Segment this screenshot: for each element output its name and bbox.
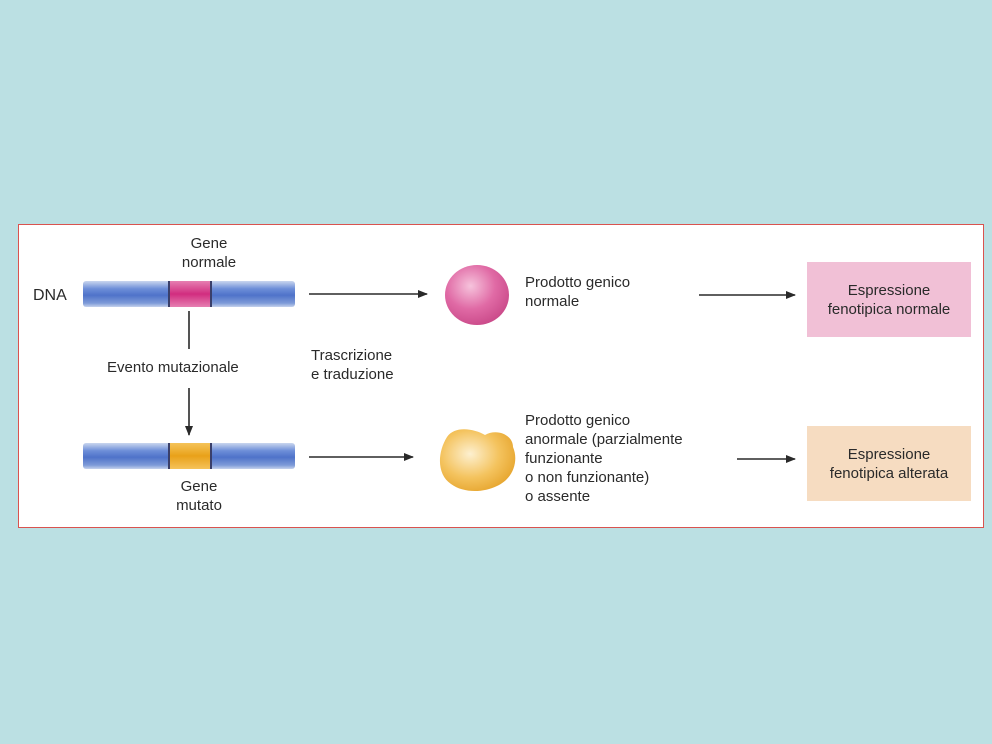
abnormal-product-label: Prodotto genico anormale (parzialmente f… (525, 411, 683, 506)
normal-product-label: Prodotto genico normale (525, 273, 630, 311)
normal-product-line1: Prodotto genico (525, 274, 631, 291)
mutated-gene-label-line2: mutato (176, 497, 222, 514)
mutated-gene-label: Gene mutato (149, 477, 249, 515)
abnormal-product-line5: o assente (525, 488, 591, 505)
altered-expression-line2: fenotipica alterata (829, 464, 949, 482)
normal-product-shape (445, 265, 509, 325)
abnormal-product-shape (439, 429, 516, 492)
normal-gene-segment (168, 281, 212, 307)
normal-product-line2: normale (525, 293, 580, 310)
dna-label: DNA (33, 287, 67, 304)
diagram-graphics (185, 265, 796, 492)
normal-gene-label-line1: Gene (190, 235, 228, 252)
abnormal-product-line4: o non funzionante) (525, 469, 650, 486)
mutated-gene-label-line1: Gene (180, 478, 218, 495)
altered-expression-line1: Espressione (847, 445, 931, 463)
normal-expression-line1: Espressione (847, 281, 931, 299)
mutation-event-label: Evento mutazionale (107, 359, 239, 376)
normal-gene-label-line2: normale (181, 254, 237, 271)
mutated-gene-segment (168, 443, 212, 469)
abnormal-product-line3: funzionante (525, 450, 603, 467)
normal-expression-line2: fenotipica normale (827, 300, 951, 318)
abnormal-product-line1: Prodotto genico (525, 412, 631, 429)
normal-gene-label: Gene normale (159, 234, 259, 272)
transcription-translation-label: Trascrizione e traduzione (311, 346, 394, 384)
diagram-panel: Gene normale DNA Evento mutazionale Tras… (18, 224, 984, 528)
abnormal-product-line2: anormale (parzialmente (525, 431, 683, 448)
process-label-line1: Trascrizione (311, 347, 393, 364)
altered-phenotype-box: Espressione fenotipica alterata (807, 426, 971, 501)
process-label-line2: e traduzione (311, 366, 394, 383)
normal-phenotype-box: Espressione fenotipica normale (807, 262, 971, 337)
